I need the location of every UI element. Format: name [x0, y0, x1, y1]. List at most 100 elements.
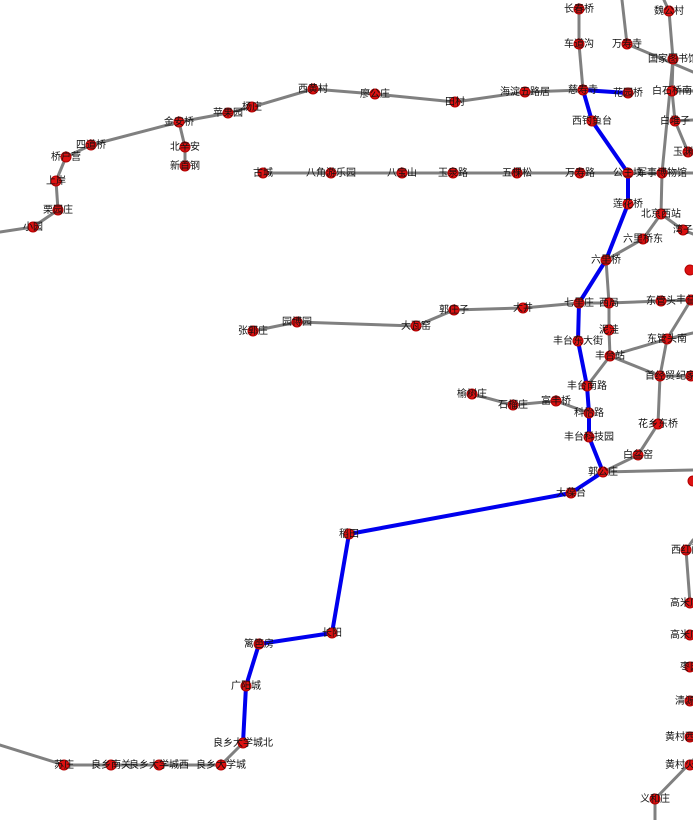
- station-marker[interactable]: [637, 233, 649, 245]
- station-label: 稻田: [339, 528, 359, 540]
- station-marker[interactable]: [326, 627, 338, 639]
- station-label: 花乡东桥: [638, 417, 678, 430]
- station-marker[interactable]: [655, 208, 667, 220]
- station-marker[interactable]: [574, 167, 586, 179]
- station-label: 榆树庄: [457, 387, 487, 400]
- station-marker[interactable]: [246, 101, 258, 113]
- station-marker[interactable]: [222, 107, 234, 119]
- station-marker[interactable]: [603, 297, 615, 309]
- station-marker[interactable]: [680, 544, 692, 556]
- station-label: 花园桥: [613, 86, 643, 99]
- station-marker[interactable]: [632, 449, 644, 461]
- station-marker[interactable]: [572, 335, 584, 347]
- station-marker[interactable]: [684, 731, 693, 743]
- station-label: 玉渊潭: [673, 146, 693, 158]
- station-marker[interactable]: [50, 175, 62, 187]
- station-marker[interactable]: [661, 333, 673, 345]
- station-marker[interactable]: [577, 84, 589, 96]
- station-marker[interactable]: [684, 661, 693, 673]
- station-marker[interactable]: [655, 295, 667, 307]
- station-marker[interactable]: [656, 167, 668, 179]
- station-marker[interactable]: [27, 221, 39, 233]
- station-marker[interactable]: [448, 304, 460, 316]
- station-marker[interactable]: [586, 115, 598, 127]
- gray-line-segment: [608, 298, 693, 358]
- station-marker[interactable]: [684, 759, 693, 771]
- station-marker[interactable]: [550, 395, 562, 407]
- station-marker[interactable]: [153, 759, 165, 771]
- station-marker[interactable]: [666, 85, 678, 97]
- station-marker[interactable]: [105, 759, 117, 771]
- station-marker[interactable]: [622, 167, 634, 179]
- station-marker[interactable]: [565, 487, 577, 499]
- station-label: 良乡大学城: [196, 758, 246, 771]
- station-marker[interactable]: [667, 53, 679, 65]
- station-marker[interactable]: [684, 264, 693, 276]
- station-marker[interactable]: [396, 167, 408, 179]
- station-marker[interactable]: [684, 629, 693, 641]
- station-marker[interactable]: [307, 83, 319, 95]
- station-label: 义和庄: [640, 792, 670, 805]
- station-marker[interactable]: [603, 324, 615, 336]
- station-marker[interactable]: [669, 115, 681, 127]
- station-marker[interactable]: [60, 151, 72, 163]
- station-marker[interactable]: [179, 141, 191, 153]
- station-marker[interactable]: [449, 96, 461, 108]
- station-marker[interactable]: [684, 597, 693, 609]
- station-marker[interactable]: [581, 380, 593, 392]
- station-label: 西钓鱼台: [572, 114, 612, 127]
- station-marker[interactable]: [519, 86, 531, 98]
- station-label: 枣园: [680, 661, 693, 673]
- station-marker[interactable]: [240, 680, 252, 692]
- station-marker[interactable]: [583, 431, 595, 443]
- station-label: 玉泉路: [438, 166, 468, 179]
- station-label: 郭庄子: [439, 303, 469, 316]
- station-marker[interactable]: [583, 407, 595, 419]
- station-marker[interactable]: [247, 325, 259, 337]
- station-marker[interactable]: [684, 695, 693, 707]
- station-marker[interactable]: [687, 475, 693, 487]
- station-marker[interactable]: [597, 466, 609, 478]
- station-marker[interactable]: [685, 294, 693, 306]
- station-marker[interactable]: [573, 3, 585, 15]
- station-marker[interactable]: [652, 418, 664, 430]
- station-marker[interactable]: [466, 388, 478, 400]
- station-marker[interactable]: [447, 167, 459, 179]
- station-marker[interactable]: [604, 350, 616, 362]
- station-label: 科怡路: [574, 406, 604, 419]
- station-marker[interactable]: [343, 528, 355, 540]
- station-marker[interactable]: [649, 793, 661, 805]
- station-marker[interactable]: [622, 87, 634, 99]
- station-label: 高米店南: [670, 628, 693, 641]
- station-label: 小园: [23, 221, 43, 233]
- station-marker[interactable]: [573, 38, 585, 50]
- station-marker[interactable]: [253, 638, 265, 650]
- station-marker[interactable]: [179, 160, 191, 172]
- station-marker[interactable]: [663, 5, 675, 17]
- station-marker[interactable]: [291, 316, 303, 328]
- station-label: 东管头南: [647, 332, 687, 345]
- station-marker[interactable]: [173, 116, 185, 128]
- station-marker[interactable]: [573, 297, 585, 309]
- station-marker[interactable]: [58, 759, 70, 771]
- station-marker[interactable]: [682, 146, 693, 158]
- station-marker[interactable]: [621, 38, 633, 50]
- station-label: 四道桥: [76, 138, 106, 151]
- station-marker[interactable]: [85, 139, 97, 151]
- station-marker[interactable]: [517, 302, 529, 314]
- station-marker[interactable]: [511, 167, 523, 179]
- station-marker[interactable]: [654, 370, 666, 382]
- station-marker[interactable]: [410, 320, 422, 332]
- station-marker[interactable]: [369, 88, 381, 100]
- station-marker[interactable]: [215, 759, 227, 771]
- station-marker[interactable]: [622, 198, 634, 210]
- station-label: 张郭庄: [238, 324, 268, 337]
- station-marker[interactable]: [507, 399, 519, 411]
- station-marker[interactable]: [685, 370, 693, 382]
- station-marker[interactable]: [325, 167, 337, 179]
- station-marker[interactable]: [52, 204, 64, 216]
- station-marker[interactable]: [600, 254, 612, 266]
- station-marker[interactable]: [257, 167, 269, 179]
- station-marker[interactable]: [237, 737, 249, 749]
- station-marker[interactable]: [677, 224, 689, 236]
